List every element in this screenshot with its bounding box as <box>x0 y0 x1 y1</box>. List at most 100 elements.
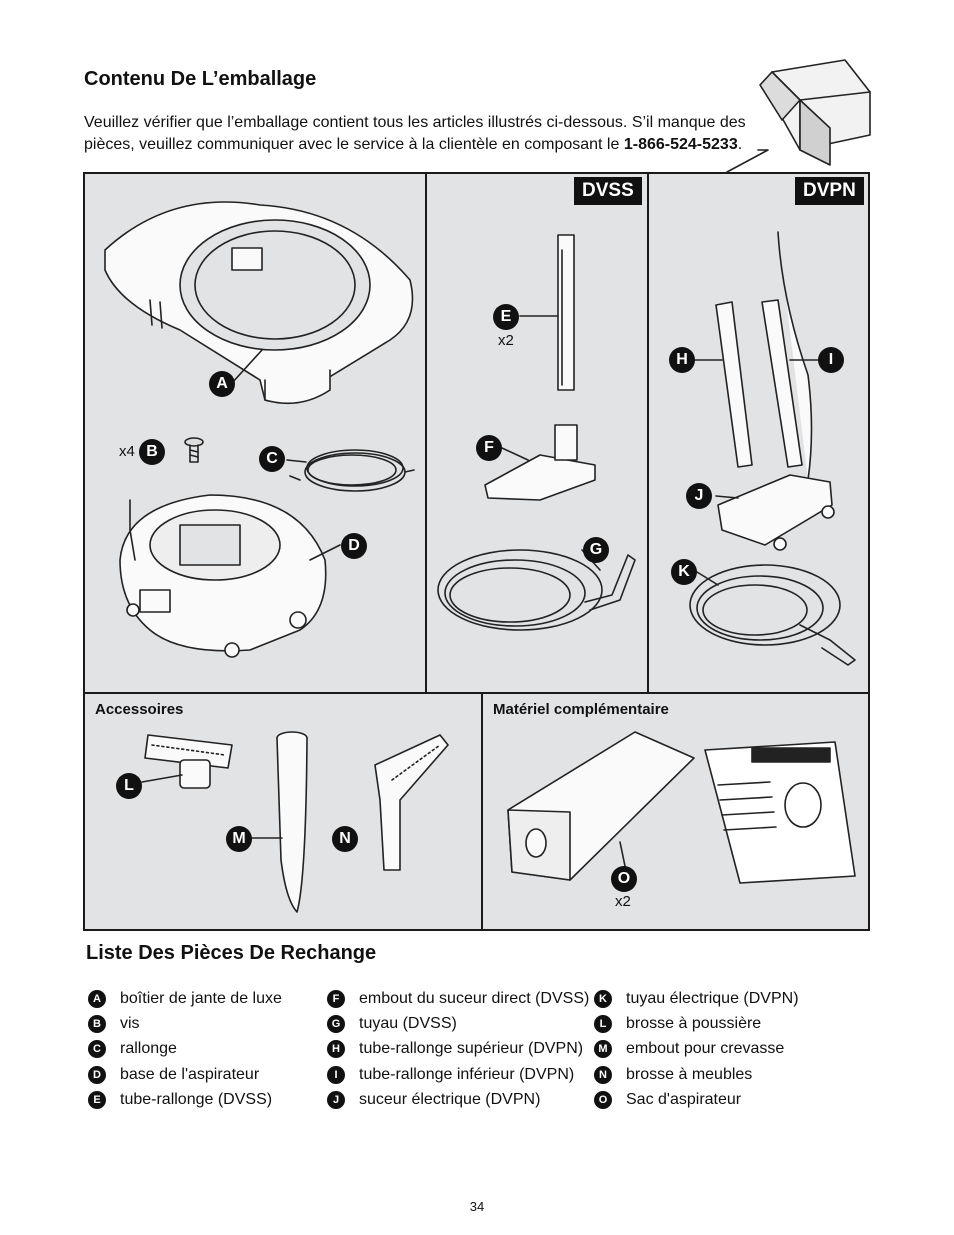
dust-brush-illustration <box>144 734 233 789</box>
panel-dvpn <box>647 172 870 694</box>
leader-O <box>619 841 626 867</box>
materiel-label: Matériel complémentaire <box>493 701 669 718</box>
part-label: embout pour crevasse <box>626 1040 785 1058</box>
base-cord <box>129 499 136 561</box>
part-label: vis <box>120 1014 140 1032</box>
qty-o: x2 <box>615 893 631 910</box>
intro-period: . <box>737 136 743 153</box>
callout-m: M <box>226 826 252 852</box>
screw-illustration <box>184 437 204 463</box>
vacuum-base-illustration <box>119 494 327 658</box>
callout-o: O <box>611 866 637 892</box>
part-letter: H <box>327 1040 345 1059</box>
box-icon <box>726 59 871 173</box>
callout-e: E <box>493 304 519 330</box>
tag-dvss: DVSS <box>574 177 642 205</box>
crevice-tool-illustration <box>276 731 308 913</box>
leader-A <box>231 349 263 384</box>
upper-lower-tubes-illustration <box>715 231 813 481</box>
parts-title: Liste Des Pièces De Rechange <box>86 942 377 964</box>
callout-a: A <box>209 371 235 397</box>
part-letter: M <box>594 1040 612 1059</box>
leader-D <box>309 544 341 561</box>
callout-d: D <box>341 533 367 559</box>
intro-body: Veuillez vérifier que l’emballage contie… <box>84 114 746 153</box>
part-label: base de l'aspirateur <box>120 1065 260 1083</box>
direct-nozzle-illustration <box>484 424 596 501</box>
intro-text: Veuillez vérifier que l’emballage contie… <box>84 112 764 156</box>
part-letter: J <box>327 1090 345 1109</box>
part-label: brosse à poussière <box>626 1014 762 1032</box>
part-letter: F <box>327 989 345 1008</box>
leader-L <box>141 774 183 783</box>
part-label: brosse à meubles <box>626 1065 753 1083</box>
extension-tube-illustration <box>557 234 575 391</box>
part-label: tuyau électrique (DVPN) <box>626 989 799 1007</box>
part-letter: B <box>88 1014 106 1033</box>
part-letter: L <box>594 1014 612 1033</box>
manual-illustration <box>704 741 856 884</box>
part-letter: C <box>88 1040 106 1059</box>
callout-f: F <box>476 435 502 461</box>
tag-dvpn: DVPN <box>795 177 864 205</box>
part-letter: E <box>88 1090 106 1109</box>
leader-F <box>501 447 529 461</box>
part-label: suceur électrique (DVPN) <box>359 1090 541 1108</box>
callout-n: N <box>332 826 358 852</box>
part-letter: K <box>594 989 612 1008</box>
part-letter: I <box>327 1065 345 1084</box>
callout-h: H <box>669 347 695 373</box>
part-label: boîtier de jante de luxe <box>120 989 282 1007</box>
panel-dvss <box>425 172 649 694</box>
callout-b: B <box>139 439 165 465</box>
callout-i: I <box>818 347 844 373</box>
electric-hose-illustration <box>689 564 856 666</box>
callout-c: C <box>259 446 285 472</box>
qty-b: x4 <box>119 443 135 460</box>
leader-J <box>715 495 739 499</box>
part-label: tube-rallonge supérieur (DVPN) <box>359 1040 584 1058</box>
accessoires-label: Accessoires <box>95 701 184 718</box>
callout-k: K <box>671 559 697 585</box>
power-nozzle-illustration <box>717 474 835 551</box>
part-letter: D <box>88 1065 106 1084</box>
section-title: Contenu De L’emballage <box>84 68 317 90</box>
callout-l: L <box>116 773 142 799</box>
part-label: tuyau (DVSS) <box>359 1014 457 1032</box>
part-letter: G <box>327 1014 345 1033</box>
furniture-brush-illustration <box>374 734 449 871</box>
page-number: 34 <box>469 1199 485 1214</box>
phone-number: 1-866-524-5233 <box>623 136 738 153</box>
callout-g: G <box>583 537 609 563</box>
part-letter: A <box>88 989 106 1008</box>
part-label: rallonge <box>120 1040 177 1058</box>
qty-e: x2 <box>498 332 514 349</box>
leader-C <box>286 459 307 463</box>
part-label: tube-rallonge inférieur (DVPN) <box>359 1065 575 1083</box>
callout-j: J <box>686 483 712 509</box>
part-letter: N <box>594 1065 612 1084</box>
rim-housing-illustration <box>104 201 414 405</box>
part-label: embout du suceur direct (DVSS) <box>359 989 590 1007</box>
leader-K <box>696 571 719 586</box>
part-letter: O <box>594 1090 612 1109</box>
part-label: Sac d'aspirateur <box>626 1090 742 1108</box>
